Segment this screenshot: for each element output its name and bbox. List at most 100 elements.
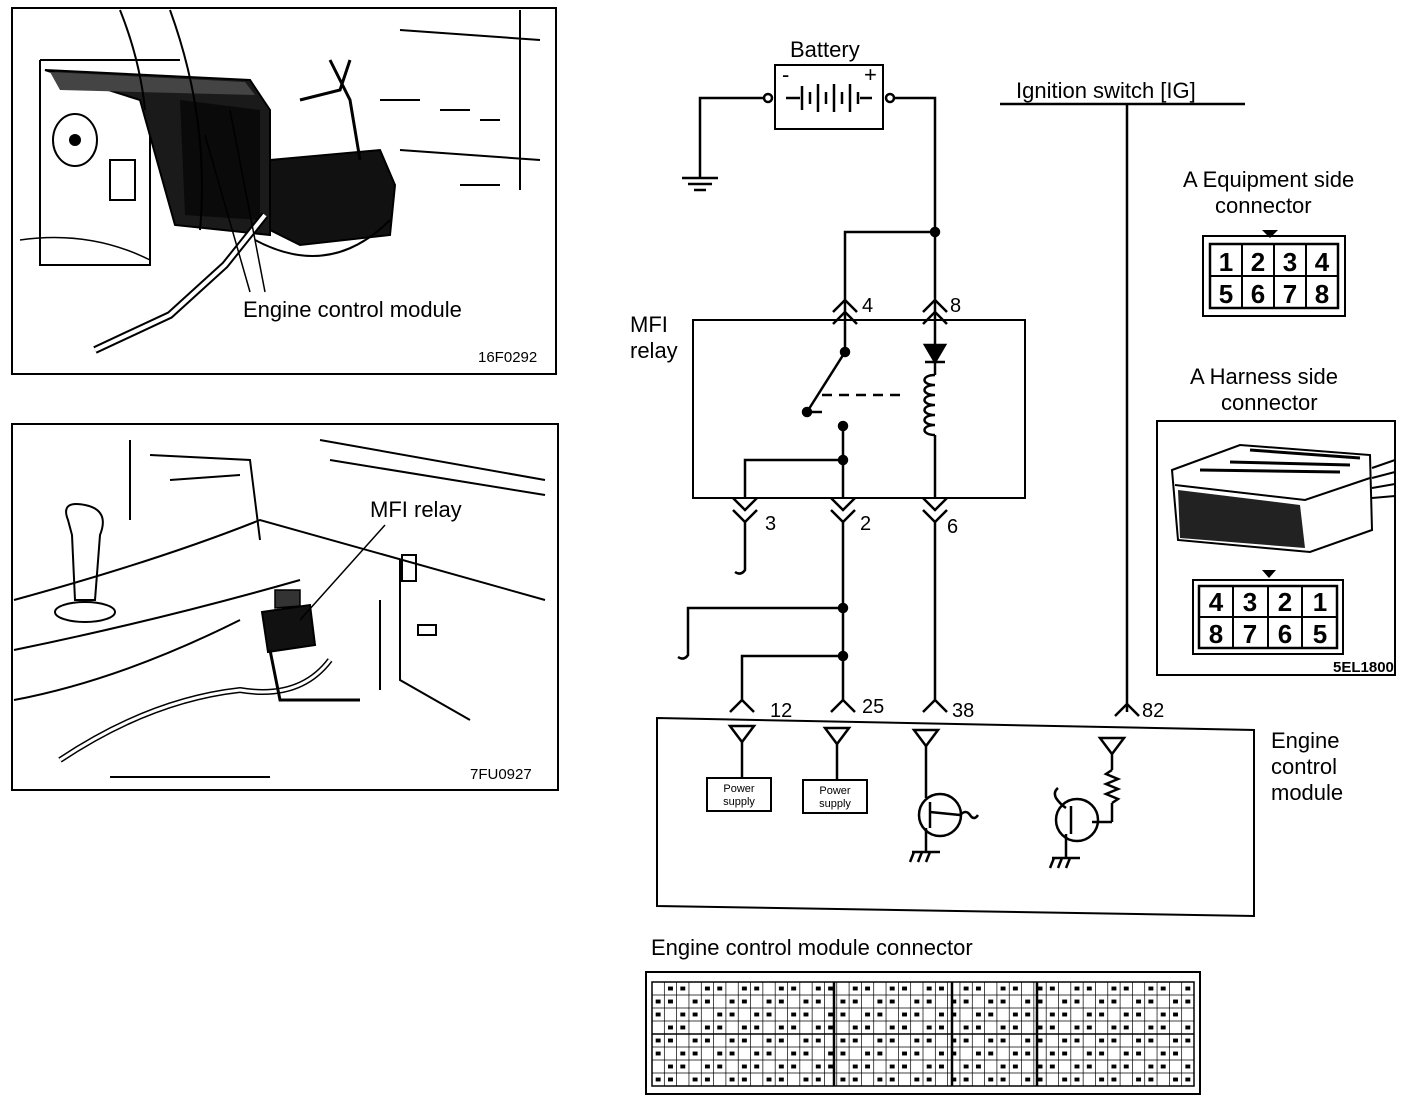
photo-ecm-location: Engine control module 16F0292 — [11, 7, 557, 375]
ecm-label-2: control — [1271, 754, 1337, 779]
ecm-pin-mark — [717, 1012, 723, 1017]
ecm-pin-mark — [939, 1025, 944, 1030]
ecm-pin-mark — [1148, 1038, 1154, 1043]
ecm-pin-mark — [1074, 1064, 1080, 1069]
ecm-pin-mark — [1160, 1064, 1166, 1069]
ecm-pin-mark — [1123, 1012, 1129, 1017]
ecm-pin-mark — [692, 999, 698, 1004]
figure-code-top: 16F0292 — [478, 349, 537, 366]
ecm-pin-mark — [1136, 1077, 1142, 1082]
ecm-pin-mark — [1099, 1012, 1105, 1017]
ecm-pin-mark — [704, 999, 710, 1004]
ecm-pin-mark — [655, 1038, 661, 1043]
ecm-pin-mark — [1136, 1051, 1142, 1056]
battery-plus: + — [864, 62, 877, 87]
ecm-pin-mark — [902, 1012, 907, 1017]
ecm-pin-mark — [1099, 1077, 1105, 1082]
ecm-pin-mark — [791, 1025, 797, 1030]
ecm-pin-mark — [692, 1038, 698, 1043]
ecm-pin-mark — [668, 1077, 673, 1082]
ecm-pin-mark — [778, 986, 784, 991]
ecm-pin-mark — [1037, 1038, 1043, 1043]
ecm-pin-mark — [655, 1051, 661, 1056]
ecm-pin-mark — [668, 999, 673, 1004]
relay-pin-2-label: 2 — [860, 513, 871, 535]
ecm-pin-mark — [1136, 999, 1142, 1004]
ecm-pin-mark — [877, 1038, 883, 1043]
ecm-pin-mark — [865, 1051, 871, 1056]
ecm-pin-mark — [1185, 1064, 1191, 1069]
ecm-pin-12 — [729, 698, 755, 713]
ecm-pin-mark — [840, 1012, 846, 1017]
ecm-pin-mark — [889, 1038, 895, 1043]
ecm-pin-mark — [865, 986, 871, 991]
ecm-pin-mark — [680, 1012, 686, 1017]
ecm-pin-mark — [1049, 1051, 1055, 1056]
power-supply-2-line2: supply — [819, 798, 851, 810]
ecm-pin-mark — [902, 1025, 907, 1030]
ecm-pin-mark — [1160, 986, 1166, 991]
ecm-pin-mark — [889, 986, 895, 991]
ecm-pin-mark — [877, 1012, 883, 1017]
power-supply-1-line1: Power — [723, 783, 755, 795]
ecm-pin-mark — [988, 1077, 994, 1082]
ecm-pin-mark — [963, 999, 969, 1004]
ecm-pin-mark — [988, 999, 994, 1004]
ecm-pin-mark — [926, 1025, 932, 1030]
harness-cell-3: 3 — [1243, 587, 1257, 617]
harness-connector-title-1: A Harness side — [1190, 364, 1338, 389]
ecm-pin-mark — [852, 1077, 858, 1082]
ecm-pin-mark — [1148, 999, 1154, 1004]
ignition-switch-label: Ignition switch [IG] — [1016, 78, 1196, 103]
ecm-pin-mark — [865, 1064, 871, 1069]
ecm-pin-mark — [729, 1038, 735, 1043]
ecm-pin-mark — [852, 1064, 858, 1069]
ecm-pin-mark — [1037, 999, 1043, 1004]
ecm-pin-mark — [815, 1038, 821, 1043]
ecm-pin-mark — [914, 999, 920, 1004]
ecm-pin-mark — [840, 1077, 846, 1082]
ecm-pin-mark — [852, 999, 858, 1004]
ecm-pin-mark — [939, 1051, 944, 1056]
ecm-pin-mark — [1148, 986, 1154, 991]
ecm-pin-mark — [754, 1012, 760, 1017]
ecm-pin-mark — [852, 986, 858, 991]
ecm-pin-mark — [803, 1012, 809, 1017]
ecm-pin-mark — [1062, 1051, 1068, 1056]
ecm-pin-mark — [889, 999, 895, 1004]
ecm-pin-mark — [1000, 1025, 1006, 1030]
ecm-pin-mark — [852, 1025, 858, 1030]
ecm-pin-mark — [828, 1025, 834, 1030]
ecm-pin-mark — [828, 986, 834, 991]
ecm-pin-mark — [1123, 1064, 1129, 1069]
ecm-pin-mark — [766, 1038, 772, 1043]
ecm-pin-mark — [1062, 999, 1068, 1004]
ecm-pin-mark — [828, 1064, 834, 1069]
harness-cell-1: 1 — [1313, 587, 1327, 617]
ecm-pin-mark — [1099, 999, 1105, 1004]
relay-pin-6 — [922, 497, 948, 524]
harness-cell-4: 4 — [1209, 587, 1224, 617]
ecm-pin-mark — [877, 999, 883, 1004]
ecm-pin-mark — [803, 1051, 809, 1056]
ecm-pin-mark — [1185, 1077, 1191, 1082]
ecm-pin-mark — [717, 1051, 723, 1056]
ecm-pin-mark — [766, 1051, 772, 1056]
ecm-pin-12-label: 12 — [770, 700, 792, 722]
ecm-pin-mark — [766, 1012, 772, 1017]
ecm-pin-mark — [1074, 1025, 1080, 1030]
ecm-pin-mark — [778, 1038, 784, 1043]
ecm-pin-mark — [951, 1077, 957, 1082]
harness-cell-7: 7 — [1243, 619, 1257, 649]
ecm-pin-mark — [1000, 1064, 1006, 1069]
ecm-pin-mark — [1173, 1051, 1178, 1056]
battery-symbol — [762, 64, 896, 130]
ecm-pin-mark — [963, 1064, 969, 1069]
ecm-pin-mark — [704, 1038, 710, 1043]
ecm-pin-mark — [828, 1051, 834, 1056]
equip-cell-7: 7 — [1283, 279, 1297, 309]
ecm-pin-mark — [951, 1012, 957, 1017]
ecm-pin-mark — [914, 1012, 920, 1017]
ecm-pin-mark — [902, 1064, 907, 1069]
ecm-pin-mark — [1012, 1012, 1018, 1017]
